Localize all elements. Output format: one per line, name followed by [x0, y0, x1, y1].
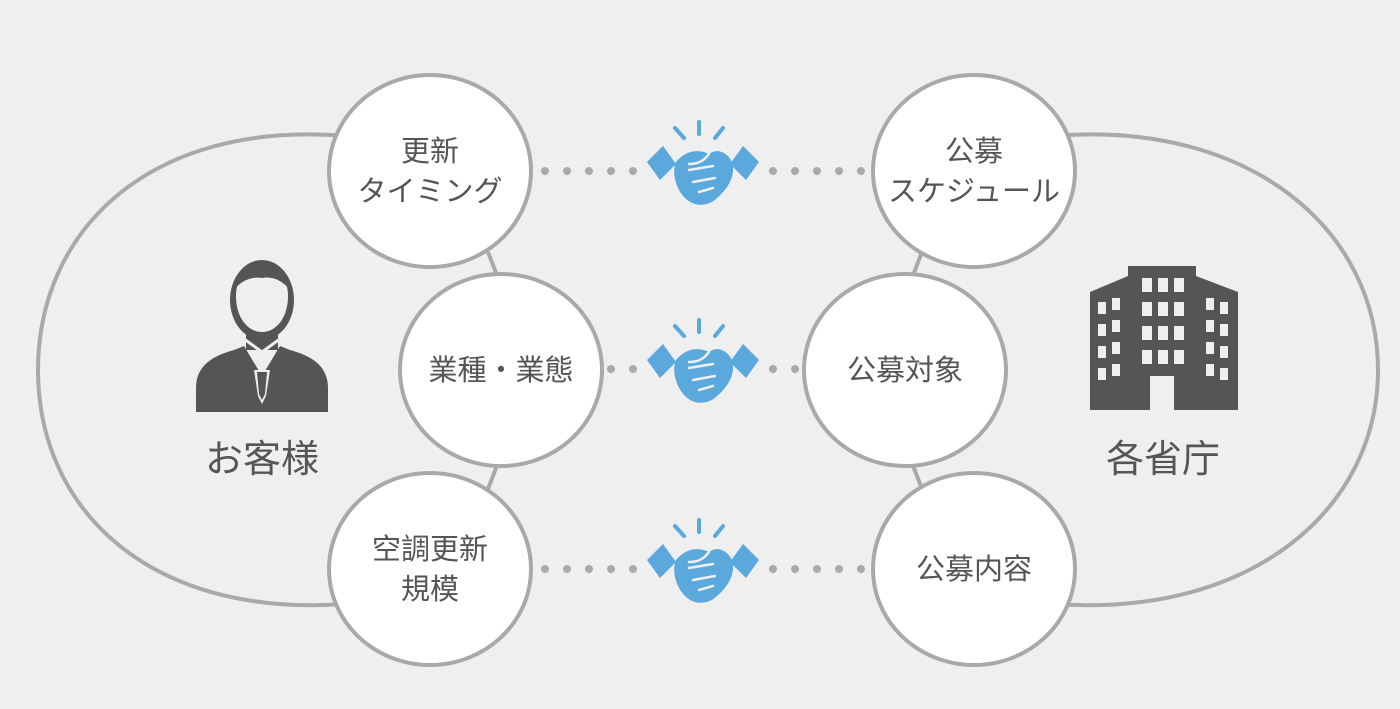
circle-text-line: 公募 — [944, 134, 1003, 168]
dotted-connector — [607, 365, 799, 373]
circle-text-line: 空調更新 — [371, 532, 488, 566]
government-item-content: 公募内容 — [871, 471, 1077, 667]
dotted-connector — [541, 167, 865, 175]
handshake-icon — [645, 120, 761, 207]
office-building-icon — [1090, 266, 1238, 410]
handshake-icon — [645, 318, 761, 405]
circle-text-line: 公募内容 — [915, 552, 1032, 586]
circle-text-line: スケジュール — [888, 174, 1060, 208]
businessman-icon — [196, 260, 328, 412]
government-item-schedule: 公募 スケジュール — [871, 73, 1077, 269]
circle-text-line: 公募対象 — [846, 353, 963, 387]
customer-item-renewal-timing: 更新 タイミング — [327, 73, 533, 269]
government-label: 各省庁 — [1105, 437, 1220, 481]
circle-text-line: 規模 — [400, 572, 459, 606]
government-boundary — [1054, 132, 1381, 608]
customer-label: お客様 — [204, 437, 319, 481]
circle-text-line: タイミング — [357, 174, 503, 208]
customer-item-industry-type: 業種・業態 — [398, 272, 604, 468]
customer-item-aircon-scale: 空調更新 規模 — [327, 471, 533, 667]
dotted-connector — [541, 565, 865, 573]
handshake-icon — [645, 518, 761, 605]
circle-text-line: 業種・業態 — [428, 353, 574, 387]
government-item-target: 公募対象 — [802, 272, 1008, 468]
customer-boundary — [35, 132, 346, 608]
circle-text-line: 更新 — [400, 134, 459, 168]
